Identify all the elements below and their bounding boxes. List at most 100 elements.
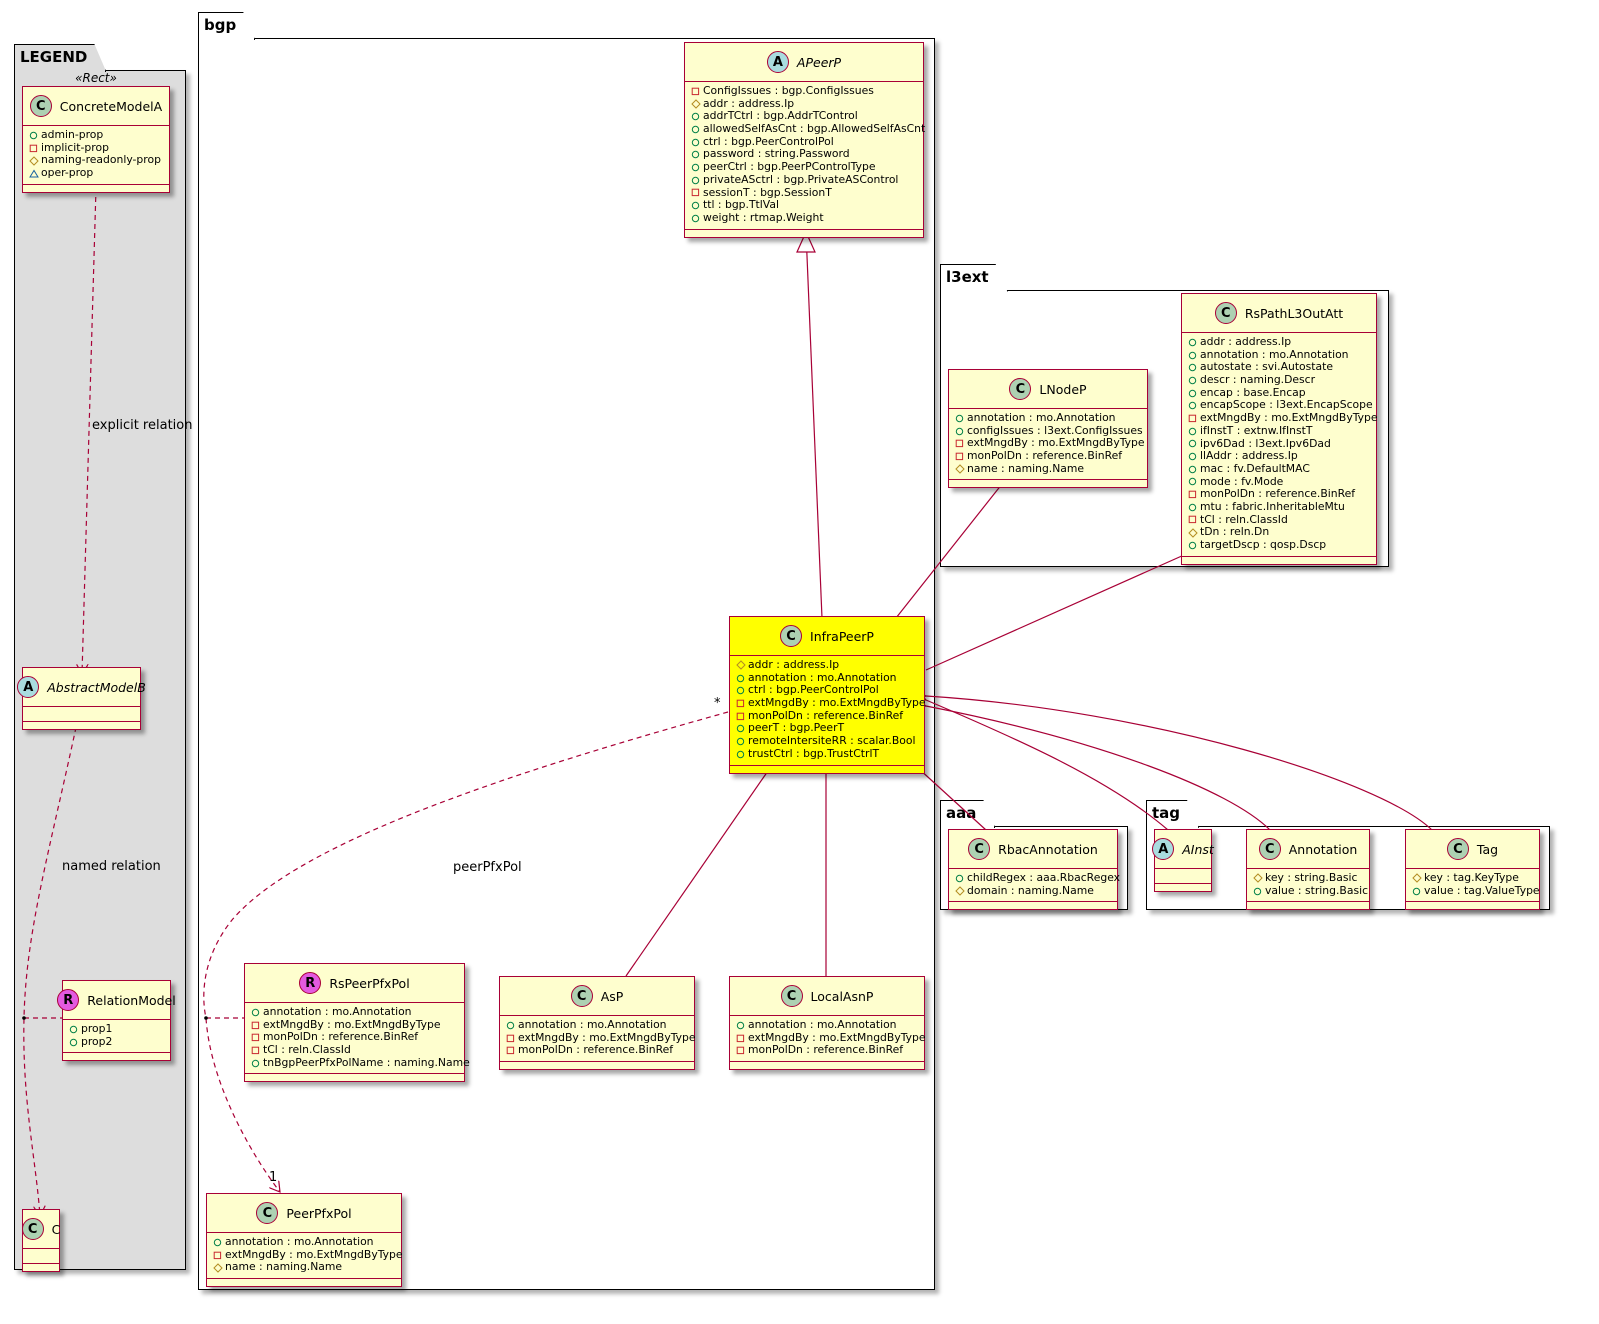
attribute-text: llAddr : address.Ip <box>1200 449 1298 463</box>
attribute-text: mtu : fabric.InheritableMtu <box>1200 499 1345 513</box>
class-attribute: extMngdBy : mo.ExtMngdByType <box>736 1031 926 1045</box>
attribute-text: extMngdBy : mo.ExtMngdByType <box>518 1030 696 1044</box>
class-methods <box>23 1264 59 1271</box>
explicit-relation-edge <box>82 187 97 674</box>
peerpfxpol-relation-dot <box>204 1016 208 1020</box>
public-icon <box>1188 465 1200 474</box>
attribute-text: mac : fv.DefaultMAC <box>1200 461 1310 475</box>
peerpfxpol-relation-edge <box>203 711 729 1192</box>
class-attribute: privateASctrl : bgp.PrivateASControl <box>691 172 917 187</box>
public-icon <box>1188 338 1200 347</box>
attribute-text: mode : fv.Mode <box>1200 474 1284 488</box>
attribute-text: prop2 <box>81 1034 113 1048</box>
attribute-text: addr : address.Ip <box>1200 335 1292 348</box>
class-attribute: llAddr : address.Ip <box>1188 449 1370 463</box>
public-icon <box>691 201 703 210</box>
private-icon <box>29 144 41 153</box>
attribute-text: remoteIntersiteRR : scalar.Bool <box>748 734 916 748</box>
class-abstract-model-b[interactable]: A AbstractModelB <box>17 667 146 730</box>
class-methods <box>245 1074 464 1081</box>
public-icon <box>691 150 703 159</box>
class-type-icon: A <box>17 676 40 698</box>
class-attribute: descr : naming.Descr <box>1188 373 1370 387</box>
public-icon <box>955 427 967 436</box>
named-relation-label: named relation <box>62 859 161 874</box>
class-attribute: configIssues : l3ext.ConfigIssues <box>955 424 1143 438</box>
class-attribute: extMngdBy : mo.ExtMngdByType <box>251 1018 458 1032</box>
public-icon <box>691 125 703 134</box>
class-attribute: password : string.Password <box>691 148 917 161</box>
attribute-text: sessionT : bgp.SessionT <box>703 185 832 199</box>
class-attribute: monPolDn : reference.BinRef <box>251 1031 458 1044</box>
public-icon <box>251 1008 263 1017</box>
private-icon <box>736 1046 748 1055</box>
class-attribute: encapScope : l3ext.EncapScope <box>1188 399 1373 412</box>
private-icon <box>736 1034 748 1043</box>
attribute-text: ctrl : bgp.PeerControlPol <box>748 683 879 697</box>
protected-icon <box>955 886 967 896</box>
public-icon <box>1188 427 1200 436</box>
public-icon <box>955 414 967 423</box>
attribute-text: privateASctrl : bgp.PrivateASControl <box>703 172 899 186</box>
class-attribute: sessionT : bgp.SessionT <box>691 185 917 200</box>
many-multiplicity: * <box>714 696 721 711</box>
public-icon <box>736 724 748 733</box>
class-attribute: monPolDn : reference.BinRef <box>1188 488 1370 501</box>
class-methods <box>949 902 1117 909</box>
class-methods <box>685 230 923 237</box>
class-attribute: naming-readonly-prop <box>29 154 163 167</box>
public-icon <box>1188 503 1200 512</box>
legend-package-title: LEGEND <box>14 44 106 72</box>
class-attribute: annotation : mo.Annotation <box>213 1235 395 1249</box>
class-methods <box>23 722 140 729</box>
attribute-text: implicit-prop <box>41 140 109 154</box>
peerpfxpol-label: peerPfxPol <box>453 860 522 875</box>
class-attribute: name : naming.Name <box>955 462 1141 476</box>
public-icon <box>1188 363 1200 372</box>
public-icon <box>506 1021 518 1030</box>
class-attribute: ttl : bgp.TtlVal <box>691 198 917 212</box>
attribute-text: ttl : bgp.TtlVal <box>703 198 779 212</box>
attribute-text: addr : address.Ip <box>748 658 840 671</box>
attribute-text: allowedSelfAsCnt : bgp.AllowedSelfAsCnt <box>703 122 926 136</box>
class-name: AbstractModelB <box>47 679 146 695</box>
class-attributes <box>23 1249 59 1264</box>
private-icon <box>1188 414 1200 423</box>
class-attribute: addrTCtrl : bgp.AddrTControl <box>691 110 917 123</box>
class-attribute: childRegex : aaa.RbacRegex <box>955 871 1120 885</box>
class-attribute: mode : fv.Mode <box>1188 474 1370 489</box>
class-type-icon: A <box>1152 838 1175 860</box>
class-attribute: prop2 <box>69 1034 164 1049</box>
class-attribute: key : string.Basic <box>1253 871 1363 885</box>
attribute-text: addr : address.Ip <box>703 96 795 110</box>
inherits-edge <box>805 231 823 619</box>
class-name: RsPathL3OutAtt <box>1244 305 1344 321</box>
class-name: RbacAnnotation <box>998 841 1098 857</box>
class-attribute: targetDscp : qosp.Dscp <box>1188 538 1370 552</box>
attribute-text: monPolDn : reference.BinRef <box>518 1043 674 1057</box>
